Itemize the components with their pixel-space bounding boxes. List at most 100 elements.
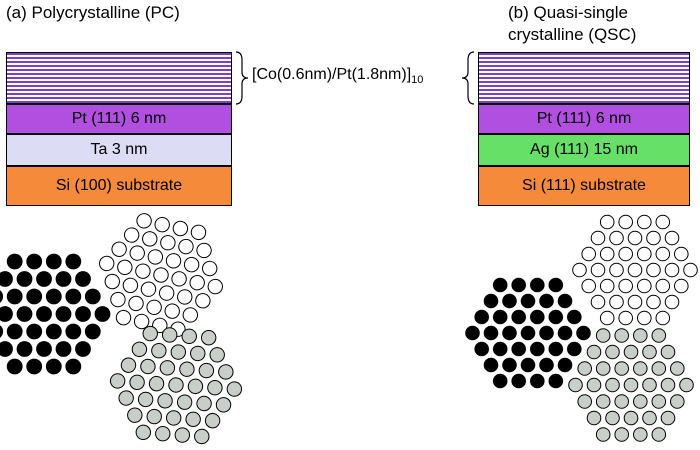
grain-atom <box>655 214 671 230</box>
grain-atom <box>136 213 152 229</box>
grain-atom <box>664 230 680 246</box>
grain-atom <box>664 262 680 278</box>
grain-atom <box>75 306 91 322</box>
grain-atom <box>548 277 564 293</box>
grain-atom <box>581 246 597 262</box>
grain-atom <box>45 358 62 375</box>
grain-atom <box>160 235 176 251</box>
grain-atom <box>520 325 536 341</box>
grain-atom <box>660 377 676 393</box>
panel-a-gray-grain <box>109 325 243 445</box>
grain-atom <box>148 375 165 392</box>
grain-atom <box>122 277 139 294</box>
panel-b-gray-grain <box>568 328 694 442</box>
grain-atom <box>614 361 629 376</box>
grain-atom <box>618 278 633 294</box>
panel-a-title: (a) Polycrystalline (PC) <box>6 3 180 22</box>
grain-atom <box>45 323 62 340</box>
grain-atom <box>511 341 526 357</box>
grain-atom <box>182 307 199 323</box>
grain-atom <box>576 325 591 341</box>
grain-atom <box>45 253 62 270</box>
grain-atom <box>26 358 43 375</box>
grain-atom <box>111 241 127 257</box>
grain-atom <box>174 427 191 443</box>
grain-atom <box>181 328 197 345</box>
grain-atom <box>0 271 13 287</box>
grain-atom <box>109 373 126 389</box>
grain-atom <box>190 224 207 241</box>
grain-atom <box>511 309 526 325</box>
panel-a-white-grain <box>99 213 223 337</box>
grain-atom <box>179 361 195 377</box>
grain-atom <box>226 381 243 397</box>
grain-atom <box>627 262 643 278</box>
grain-atom <box>642 344 657 360</box>
grain-atom <box>131 341 148 358</box>
grain-atom <box>104 273 120 290</box>
grain-atom <box>633 361 648 376</box>
grain-atom <box>118 390 134 406</box>
grain-atom <box>483 293 499 309</box>
panel-b-ag-layer: Ag (111) 15 nm <box>478 134 690 166</box>
grain-atom <box>492 277 508 293</box>
grain-atom <box>183 256 200 273</box>
grain-atom <box>164 303 180 319</box>
grain-atom <box>605 410 620 426</box>
grain-atom <box>642 377 657 393</box>
grain-atom <box>511 277 526 293</box>
grain-atom <box>99 255 115 272</box>
grain-atom <box>65 358 82 375</box>
grain-atom <box>623 377 639 393</box>
grain-atom <box>637 246 652 262</box>
grain-atom <box>185 411 201 427</box>
grain-atom <box>651 328 667 343</box>
grain-atom <box>502 293 517 309</box>
grain-atom <box>165 410 182 426</box>
grain-atom <box>187 378 204 395</box>
grain-atom <box>590 262 606 278</box>
grain-atom <box>599 246 615 262</box>
grain-atom <box>16 306 33 322</box>
grain-atom <box>618 246 633 262</box>
grain-atom <box>539 325 554 341</box>
grain-atom <box>36 306 52 322</box>
grain-atom <box>135 263 151 279</box>
grain-atom <box>655 310 671 326</box>
grain-atom <box>0 341 13 357</box>
grain-atom <box>655 246 671 262</box>
grain-atom <box>0 290 4 303</box>
grain-atom <box>637 310 652 326</box>
grain-atom <box>651 361 667 376</box>
grain-atom <box>146 299 162 315</box>
grain-atom <box>637 278 652 294</box>
grain-atom <box>595 328 611 343</box>
grain-atom <box>483 357 499 373</box>
grain-atom <box>683 262 698 278</box>
grain-atom <box>646 230 661 246</box>
grain-atom <box>530 341 545 357</box>
grain-atom <box>520 293 536 309</box>
grain-atom <box>128 295 144 312</box>
panel-b-white-grain <box>572 214 698 326</box>
grain-atom <box>129 374 145 390</box>
grain-atom <box>171 271 187 287</box>
grain-atom <box>6 253 23 270</box>
grain-atom <box>140 358 156 375</box>
grain-atom <box>577 361 593 376</box>
grain-atom <box>127 407 143 423</box>
panel-b-pt-layer: Pt (111) 6 nm <box>478 104 690 134</box>
grain-atom <box>202 260 218 277</box>
grain-atom <box>614 427 629 442</box>
grain-atom <box>0 306 13 322</box>
grain-atom <box>548 373 564 389</box>
grain-atom <box>530 277 545 293</box>
grain-atom <box>557 293 573 309</box>
grain-atom <box>155 425 171 442</box>
grain-atom <box>557 357 573 373</box>
grain-atom <box>190 345 206 362</box>
grain-atom <box>94 306 111 322</box>
grain-atom <box>539 357 554 373</box>
grain-atom <box>142 231 158 247</box>
grain-atom <box>633 394 648 409</box>
